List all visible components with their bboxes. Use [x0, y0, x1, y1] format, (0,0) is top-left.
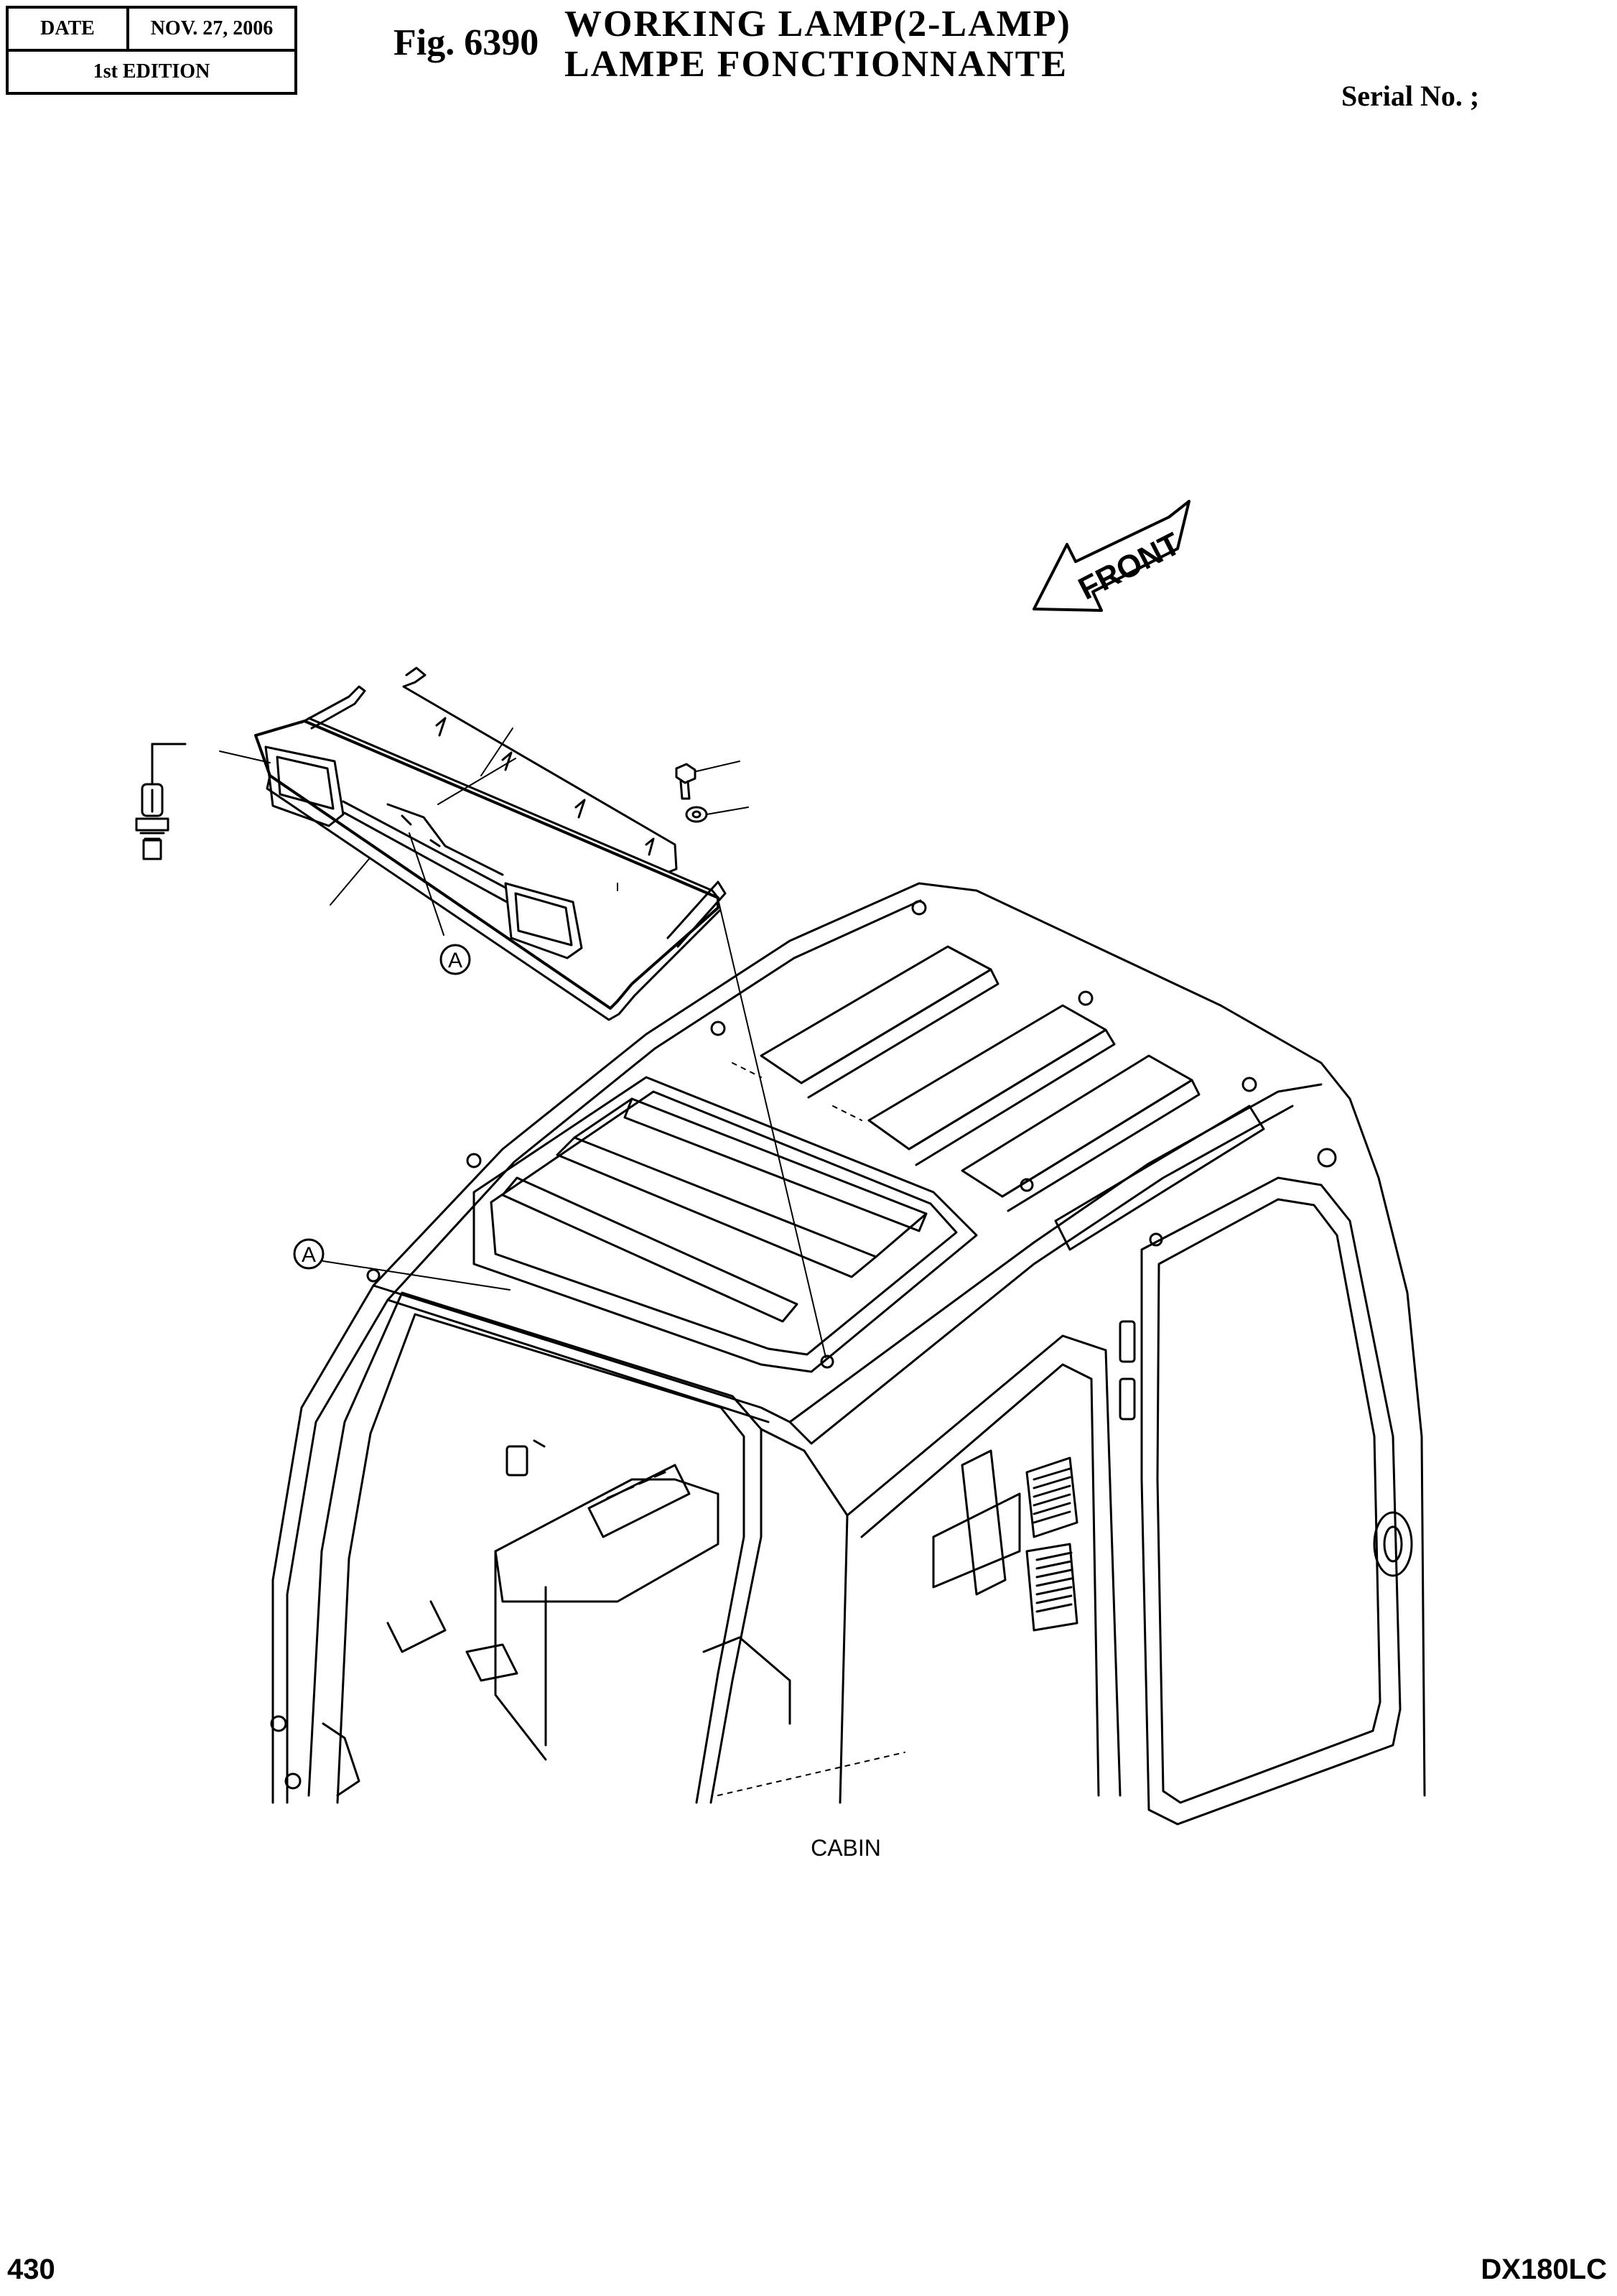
serial-number-label: Serial No. ;	[1341, 80, 1480, 112]
date-value: NOV. 27, 2006	[150, 17, 274, 39]
detail-marker-lower-label: A	[302, 1243, 316, 1267]
detail-marker-lower: A	[293, 1238, 325, 1270]
model-number: DX180LC	[1481, 2254, 1607, 2285]
cabin-outline	[270, 882, 1426, 1826]
assembly-caption: CABIN	[811, 1835, 881, 1861]
washer	[685, 806, 708, 823]
detail-marker-upper: A	[439, 944, 471, 975]
front-direction-arrow: FRONT	[1033, 500, 1190, 612]
mounting-bolt	[675, 763, 696, 800]
working-lamp-bracket	[254, 685, 727, 1021]
date-row: DATE NOV. 27, 2006	[9, 9, 294, 52]
figure-title-french: LAMPE FONCTIONNANTE	[564, 44, 1068, 85]
date-edition-box: DATE NOV. 27, 2006 1st EDITION	[6, 6, 297, 95]
front-label: FRONT	[1073, 526, 1185, 607]
figure-title-english: WORKING LAMP(2-LAMP)	[564, 4, 1071, 45]
page-number: 430	[7, 2254, 55, 2285]
edition-label: 1st EDITION	[93, 60, 210, 83]
figure-number: Fig. 6390	[393, 22, 539, 63]
detail-marker-upper-label: A	[448, 949, 462, 972]
date-label: DATE	[9, 9, 129, 49]
lamp-bulb	[135, 743, 187, 860]
lamp-wire-harness	[402, 666, 678, 873]
